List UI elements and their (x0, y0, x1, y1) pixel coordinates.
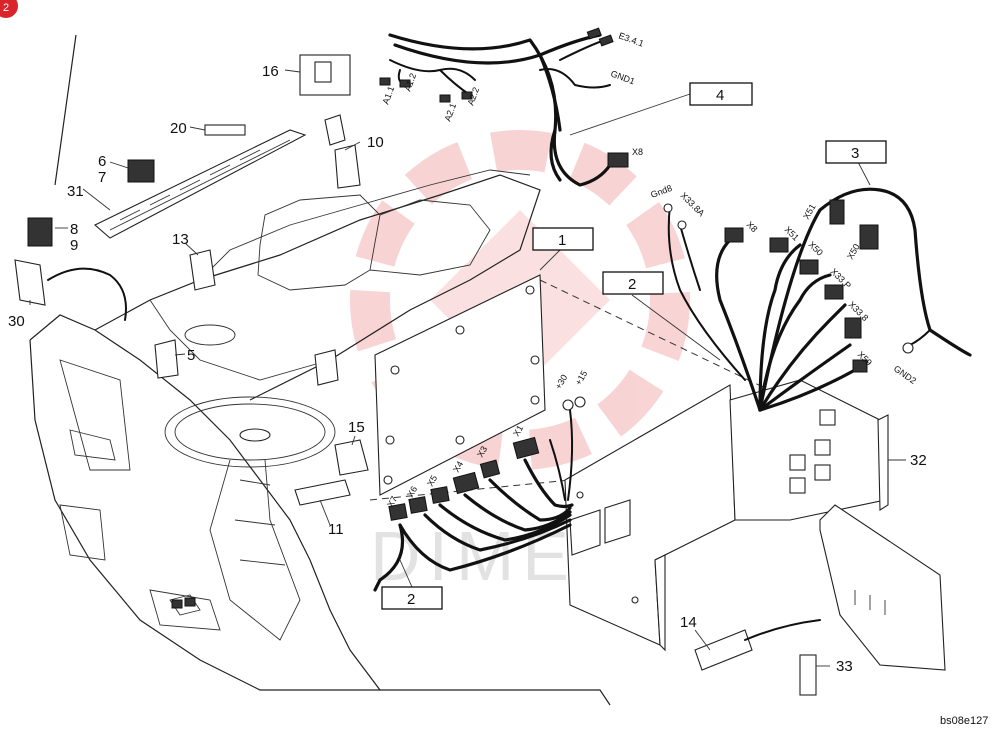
callout-15: 15 (348, 419, 365, 436)
callout-box-2b (381, 586, 443, 610)
frame-30 (14, 259, 46, 306)
label-x3: X3 (475, 444, 489, 459)
label-x50b: X50 (845, 242, 862, 261)
knob (314, 349, 339, 386)
lever-11 (294, 479, 351, 506)
label-x7: X7 (385, 494, 399, 509)
key-10 (324, 114, 346, 146)
callout-box-2a (602, 271, 664, 295)
label-x4: X4 (451, 459, 465, 474)
callout-box-3 (825, 140, 887, 164)
callout-32: 32 (910, 452, 927, 469)
switch-6 (127, 159, 155, 183)
bracket-32 (729, 379, 889, 521)
sensor-33 (799, 654, 817, 696)
wire-14 (744, 619, 821, 641)
ignition-10 (334, 144, 361, 189)
label-x8-h4: X8 (632, 147, 643, 157)
label-gnd2: GND2 (892, 363, 918, 386)
callout-16: 16 (262, 63, 279, 80)
label-a11: A1.1 (380, 85, 396, 106)
wire-30 (47, 267, 127, 321)
callout-14: 14 (680, 614, 697, 631)
callout-9: 9 (70, 237, 78, 254)
label-x1: X1 (511, 423, 525, 438)
lens-20 (204, 124, 246, 136)
callout-box-1 (532, 227, 594, 251)
label-gnd1: GND1 (609, 68, 636, 86)
harness-4 (379, 27, 629, 187)
callout-13: 13 (172, 231, 189, 248)
harness-2 (373, 396, 586, 592)
drawing-code: bs08e127 (940, 715, 988, 727)
label-x338a: X33.8A (679, 190, 707, 218)
label-p30: +30 (553, 373, 569, 391)
callout-3: 3 (851, 145, 859, 162)
callout-4: 4 (716, 87, 724, 104)
switch-8 (27, 217, 53, 247)
callout-6: 6 (98, 153, 106, 170)
label-e341: E3.4.1 (617, 30, 645, 48)
label-x8-h3: X8 (745, 219, 760, 234)
switch-5 (154, 339, 179, 379)
label-a22: A2.2 (465, 86, 481, 107)
label-a21: A2.1 (442, 102, 458, 123)
label-a12: A1.2 (402, 72, 418, 93)
callout-10: 10 (367, 134, 384, 151)
callout-8: 8 (70, 221, 78, 238)
sensor-14 (694, 629, 753, 671)
leader-lines (29, 69, 906, 667)
page-badge: 2 (0, 0, 18, 18)
mounting-plate (564, 384, 736, 652)
label-x5: X5 (425, 473, 439, 488)
label-x6: X6 (405, 484, 419, 499)
control-board (374, 274, 546, 496)
callout-31: 31 (67, 183, 84, 200)
label-gnd8: Gnd8 (649, 183, 673, 200)
leader-line (54, 34, 77, 186)
cover-plate (819, 504, 946, 671)
harness-3 (663, 187, 972, 412)
relay-16 (299, 54, 351, 96)
callout-30: 30 (8, 313, 25, 330)
label-x50a: X50 (807, 239, 825, 257)
callout-2b: 2 (407, 591, 415, 608)
callout-20: 20 (170, 120, 187, 137)
callout-33: 33 (836, 658, 853, 675)
socket-15 (334, 439, 369, 476)
panel-31 (94, 129, 307, 239)
horn-button-13 (189, 249, 216, 291)
callout-7: 7 (98, 169, 106, 186)
page-badge-text: 2 (3, 2, 9, 14)
callout-11: 11 (328, 521, 344, 538)
callout-2a: 2 (628, 276, 636, 293)
callout-box-4 (689, 82, 753, 106)
callout-5: 5 (187, 347, 195, 364)
callout-1: 1 (558, 232, 566, 249)
label-p15: +15 (573, 369, 589, 387)
